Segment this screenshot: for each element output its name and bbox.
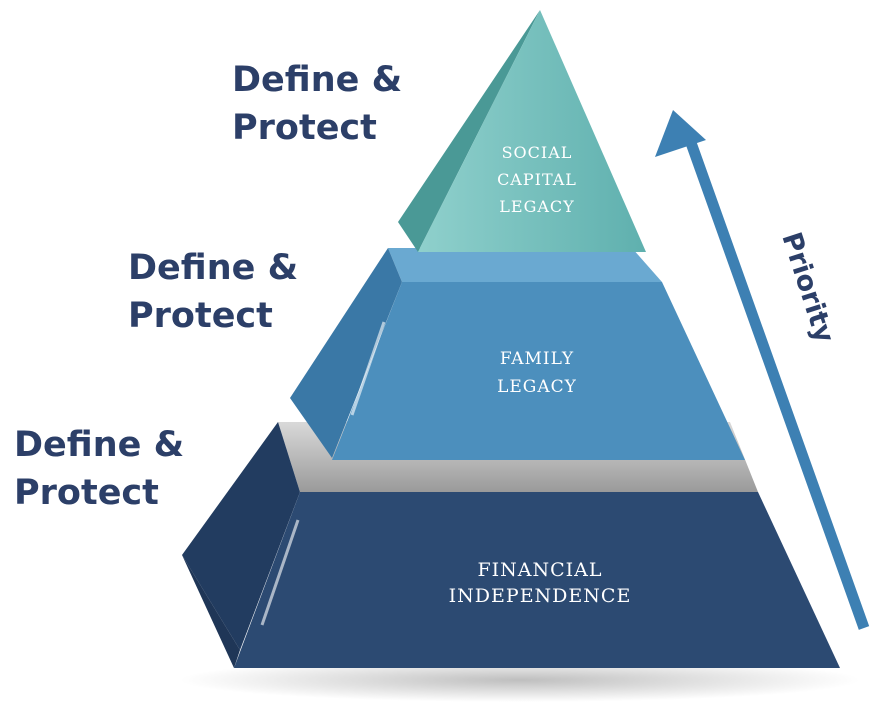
tier-middle-front-face: [332, 282, 745, 460]
tier-bottom-label-line2: INDEPENDENCE: [449, 585, 632, 607]
priority-label: Priority: [775, 229, 840, 347]
tier-bottom-label-line1: FINANCIAL: [477, 559, 602, 581]
side-label-middle-line2: Protect: [128, 296, 273, 336]
tier-top-front-face: [418, 10, 646, 252]
ground-shadow: [180, 658, 860, 702]
side-label-top-line1: Define &: [232, 60, 403, 100]
tier-top-label-line3: LEGACY: [499, 197, 574, 216]
tier-top-side-face: [398, 10, 540, 252]
side-label-top-line2: Protect: [232, 108, 377, 148]
tier-top-label-line2: CAPITAL: [497, 170, 577, 189]
tier-bottom-highlight: [260, 519, 300, 626]
tier-bottom-left-face: [182, 555, 240, 668]
side-label-top: Define & Protect: [232, 56, 402, 152]
side-label-middle-line1: Define &: [128, 248, 299, 288]
tier-middle-label-line1: FAMILY: [500, 349, 574, 369]
tier-bottom-front-face: [234, 492, 840, 668]
side-label-bottom: Define & Protect: [14, 421, 184, 517]
tier-middle: FAMILY LEGACY: [290, 248, 745, 460]
side-label-middle: Define & Protect: [128, 244, 298, 340]
side-label-bottom-line1: Define &: [14, 425, 185, 465]
tier-middle-label-line2: LEGACY: [497, 377, 577, 397]
tier-top-label-line1: SOCIAL: [502, 143, 573, 162]
side-label-bottom-line2: Protect: [14, 473, 159, 513]
tier-middle-side-face: [290, 248, 402, 458]
priority-arrow-head: [655, 110, 706, 157]
tier-bottom-side-face: [182, 422, 300, 650]
priority-arrow-shaft: [684, 138, 870, 630]
tier-middle-highlight: [350, 321, 386, 416]
tier-top: SOCIAL CAPITAL LEGACY: [398, 10, 646, 252]
tier-middle-top-ledge: [388, 248, 662, 282]
